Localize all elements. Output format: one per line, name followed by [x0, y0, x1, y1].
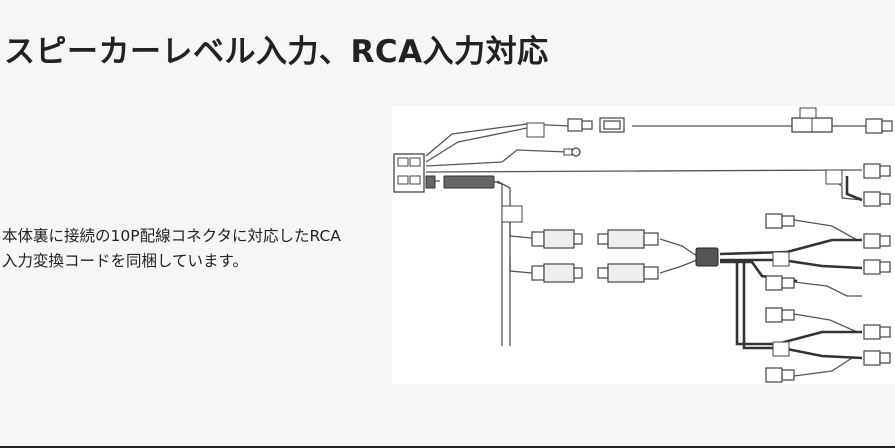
spade-connector — [863, 350, 891, 366]
spade-connector — [765, 367, 795, 383]
description-line-1: 本体裏に接続の10P配線コネクタに対応したRCA — [2, 227, 341, 245]
spade-connector — [599, 117, 625, 133]
wire-top-2 — [425, 127, 528, 163]
wire-rca-2 — [509, 256, 533, 274]
rca-male-plug — [531, 263, 583, 283]
wire-hub-bot-a — [735, 262, 862, 346]
ground-ring-terminal — [571, 147, 581, 157]
description-line-2: 入力変換コードを同梱しています。 — [2, 252, 248, 270]
spade-connector — [863, 233, 891, 249]
spade-connector — [765, 307, 795, 323]
wire-spk-a — [793, 219, 862, 241]
wire-spk-d — [793, 357, 862, 377]
wire-spk-c — [793, 313, 862, 333]
rca-male-plug — [531, 229, 583, 249]
fuse-holder — [791, 107, 833, 133]
spade-connector — [865, 118, 893, 134]
wire-ground — [425, 149, 569, 167]
spade-connector — [863, 259, 891, 275]
rca-female-jack — [597, 263, 659, 283]
wire-top — [425, 123, 571, 157]
wire-rca-hub-2 — [659, 259, 698, 274]
heat-shrink-sleeve — [443, 175, 495, 189]
wire-right-drop — [845, 176, 863, 202]
ferrite-core — [425, 175, 436, 189]
wire-rca-1 — [509, 216, 533, 239]
spade-connector — [863, 163, 891, 179]
bottom-divider — [0, 446, 895, 448]
spade-connector — [567, 118, 593, 132]
spade-connector — [765, 213, 795, 229]
wire-label-tag — [772, 341, 790, 357]
wiring-harness-diagram — [392, 106, 895, 384]
wire-hub-top-b — [720, 258, 863, 270]
harness-illustration — [393, 107, 893, 383]
junction-hub — [695, 247, 719, 267]
rca-female-jack — [597, 229, 659, 249]
wire-spk-b — [793, 281, 862, 297]
spade-connector — [765, 275, 795, 291]
spade-connector — [863, 324, 891, 340]
wire-label-tag — [501, 205, 523, 223]
wire-rca-hub-1 — [659, 238, 698, 257]
wire-label-tag — [825, 169, 843, 185]
wire-trunk — [491, 180, 503, 346]
wire-label-tag — [526, 122, 545, 138]
wire-label-tag — [772, 251, 790, 267]
section-title: スピーカーレベル入力、RCA入力対応 — [4, 34, 549, 70]
wire-hub-top-a — [719, 238, 862, 256]
ground-ring-crimp — [563, 148, 573, 156]
wire-trunk-2 — [496, 180, 511, 346]
spade-connector — [863, 191, 891, 207]
wire-long — [425, 169, 863, 173]
section-description: 本体裏に接続の10P配線コネクタに対応したRCA 入力変換コードを同梱しています… — [2, 224, 387, 274]
main-10p-connector — [393, 153, 425, 193]
